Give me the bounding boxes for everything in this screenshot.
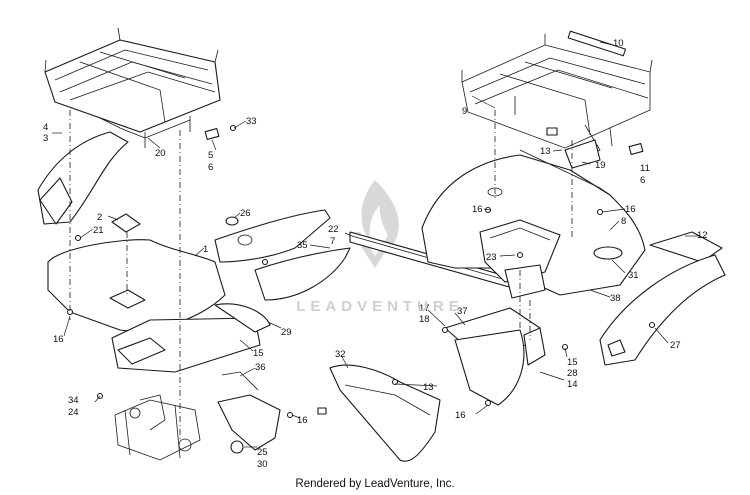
callout-16-c: 16	[455, 410, 466, 421]
footer-credit: Rendered by LeadVenture, Inc.	[295, 478, 455, 490]
callout-13-b: 13	[540, 146, 551, 157]
callout-22: 22	[328, 224, 339, 235]
callout-33: 33	[246, 116, 257, 127]
callout-32: 32	[335, 349, 346, 360]
callout-16-b: 16	[297, 415, 308, 426]
callout-35: 35	[297, 240, 308, 251]
rear-rack	[461, 34, 653, 161]
callout-38: 38	[610, 293, 621, 304]
callout-3: 3	[43, 133, 48, 144]
callout-26: 26	[240, 208, 251, 219]
callout-1: 1	[203, 244, 208, 255]
callout-6: 6	[208, 162, 213, 173]
callout-30: 30	[257, 459, 268, 470]
callout-20: 20	[155, 148, 166, 159]
o-ring	[225, 216, 239, 226]
callout-25: 25	[257, 447, 268, 458]
callout-labels: 4 3 20 33 5 6 2 21 1 26 16 29 15 36 34 2…	[43, 38, 708, 470]
leadventure-flame-logo	[352, 180, 399, 268]
callout-15: 15	[253, 348, 264, 359]
front-body-cowl	[47, 239, 271, 373]
callout-13: 13	[423, 382, 434, 393]
callout-27: 27	[670, 340, 681, 351]
callout-36: 36	[255, 362, 266, 373]
leader-lines	[52, 41, 700, 448]
callout-18: 18	[419, 314, 430, 325]
grab-bar	[567, 30, 627, 57]
rear-splash-guard	[329, 364, 441, 462]
callout-31: 31	[628, 270, 639, 281]
side-panels	[214, 209, 351, 301]
callout-8: 8	[621, 216, 626, 227]
callout-23: 23	[486, 252, 497, 263]
rack-bracket	[564, 139, 601, 169]
callout-11: 11	[640, 163, 650, 174]
front-frame-assembly	[114, 394, 201, 461]
front-rack	[44, 27, 221, 148]
callout-16: 16	[53, 334, 64, 345]
callout-28: 28	[567, 368, 578, 379]
splash-shield	[217, 394, 281, 451]
callout-29: 29	[281, 327, 292, 338]
callout-21: 21	[93, 225, 104, 236]
watermark-text: LEADVENTURE	[296, 298, 464, 315]
storage-box	[504, 264, 546, 299]
rear-mudflap	[599, 231, 726, 366]
callout-5: 5	[208, 150, 213, 161]
callout-7: 7	[330, 236, 335, 247]
callout-10: 10	[613, 38, 624, 49]
callout-34: 34	[68, 395, 79, 406]
callout-6-b: 6	[640, 175, 645, 186]
fasteners-right	[391, 127, 656, 407]
callout-19: 19	[595, 160, 606, 171]
callout-2: 2	[97, 212, 102, 223]
fasteners-left	[66, 124, 327, 419]
callout-9: 9	[462, 106, 467, 117]
inner-fender-panels	[444, 307, 546, 406]
callout-15-b: 15	[567, 357, 578, 368]
callout-37: 37	[457, 306, 468, 317]
clip-ring	[230, 440, 244, 454]
callout-16-e: 16	[625, 204, 636, 215]
callout-4: 4	[43, 122, 48, 133]
callout-24: 24	[68, 407, 79, 418]
callout-14: 14	[567, 379, 578, 390]
callout-12: 12	[697, 230, 708, 241]
callout-16-d: 16	[472, 204, 483, 215]
callout-17: 17	[419, 303, 430, 314]
front-fender-panel	[37, 131, 129, 225]
decal-square	[111, 213, 141, 233]
